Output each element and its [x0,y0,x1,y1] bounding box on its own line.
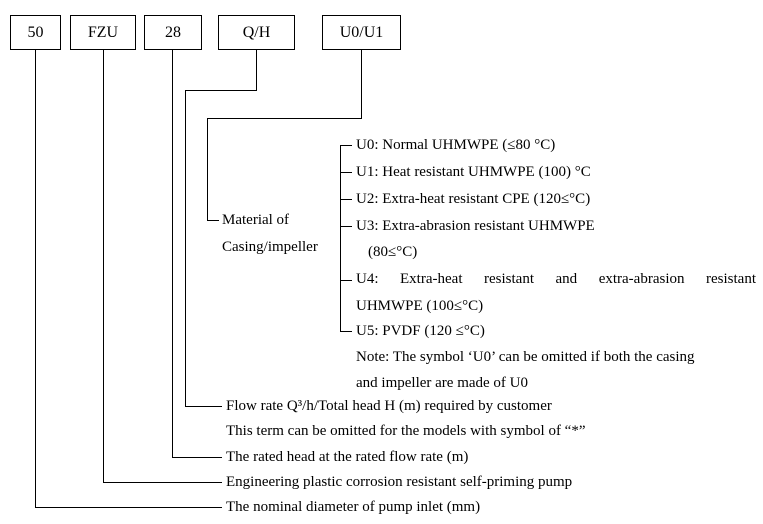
connector-rated-head-vertical [172,50,173,457]
material-option-u3-line1: U3: Extra-abrasion resistant UHMWPE [356,218,595,234]
connector-flow-jog [185,90,257,91]
description-inlet-diameter: The nominal diameter of pump inlet (mm) [226,499,481,515]
connector-pump-type-vertical [103,50,104,482]
description-pump-type: Engineering plastic corrosion resistant … [226,474,573,490]
leader-rated-head [172,457,222,458]
material-note-line2: and impeller are made of U0 [356,375,529,391]
material-note-line1: Note: The symbol ‘U0’ can be omitted if … [356,349,695,365]
connector-inlet-vertical [35,50,36,507]
code-box-label: Q/H [242,23,271,41]
tick-u2 [340,199,352,200]
description-flow-rate-note: This term can be omitted for the models … [226,423,586,439]
connector-flow-main-vertical [185,90,186,406]
code-box-inlet-size: 50 [10,15,61,50]
material-label-tick [207,220,219,221]
code-box-label: 28 [165,23,181,41]
leader-flow-rate [185,406,222,407]
tick-u4 [340,280,352,281]
description-flow-rate: Flow rate Q³/h/Total head H (m) required… [226,398,552,414]
code-box-label: FZU [87,23,119,41]
connector-material-stub-vertical [361,50,362,118]
code-box-pump-type: FZU [70,15,136,50]
code-box-rated-head: 28 [144,15,202,50]
code-box-label: U0/U1 [339,23,384,41]
code-box-material: U0/U1 [322,15,401,50]
material-options-bracket [340,145,341,332]
material-option-u3-line2: (80≤°C) [368,244,418,260]
material-label-line2: Casing/impeller [222,239,318,255]
tick-u3 [340,226,352,227]
leader-inlet-diameter [35,507,222,508]
tick-u5 [340,331,352,332]
material-option-u2: U2: Extra-heat resistant CPE (120≤°C) [356,191,591,207]
material-option-u0: U0: Normal UHMWPE (≤80 °C) [356,137,556,153]
code-box-label: 50 [27,23,44,41]
connector-material-main-vertical [207,118,208,220]
material-label-line1: Material of [222,212,290,228]
material-option-u4-line2: UHMWPE (100≤°C) [356,298,484,314]
tick-u0 [340,145,352,146]
tick-u1 [340,172,352,173]
connector-flow-stub-vertical [256,50,257,90]
code-box-flow-head: Q/H [218,15,295,50]
material-option-u4-line1: U4: Extra-heat resistant and extra-abras… [356,271,756,287]
leader-pump-type [103,482,222,483]
description-rated-head: The rated head at the rated flow rate (m… [226,449,469,465]
connector-material-jog [207,118,362,119]
material-option-u5: U5: PVDF (120 ≤°C) [356,323,485,339]
material-option-u1: U1: Heat resistant UHMWPE (100) °C [356,164,591,180]
